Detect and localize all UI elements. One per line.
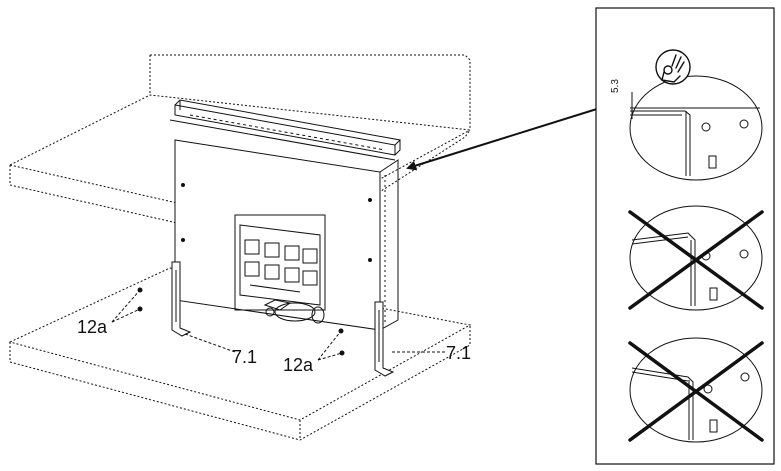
label-bracket-left: 7.1: [232, 347, 257, 367]
screws-left: [137, 287, 143, 312]
extractor-unit: [169, 99, 402, 331]
detail-panel: 5.3: [595, 7, 775, 465]
label-bracket-right: 7.1: [446, 343, 471, 363]
label-screw-left: 12a: [77, 317, 108, 337]
cross-icon: [628, 210, 764, 310]
bracket-left: [171, 261, 192, 337]
callout-arrow: [406, 107, 601, 171]
ok-hand-icon: [655, 49, 691, 85]
cross-icon: [628, 341, 764, 442]
gap-dimension-label: 5.3: [610, 79, 621, 93]
detail-correct: [629, 75, 763, 181]
screws-right: [338, 328, 345, 356]
bracket-right: [374, 301, 395, 377]
floor-plate: [8, 267, 472, 441]
leader-lines: [111, 289, 445, 361]
label-screw-right: 12a: [283, 355, 314, 375]
